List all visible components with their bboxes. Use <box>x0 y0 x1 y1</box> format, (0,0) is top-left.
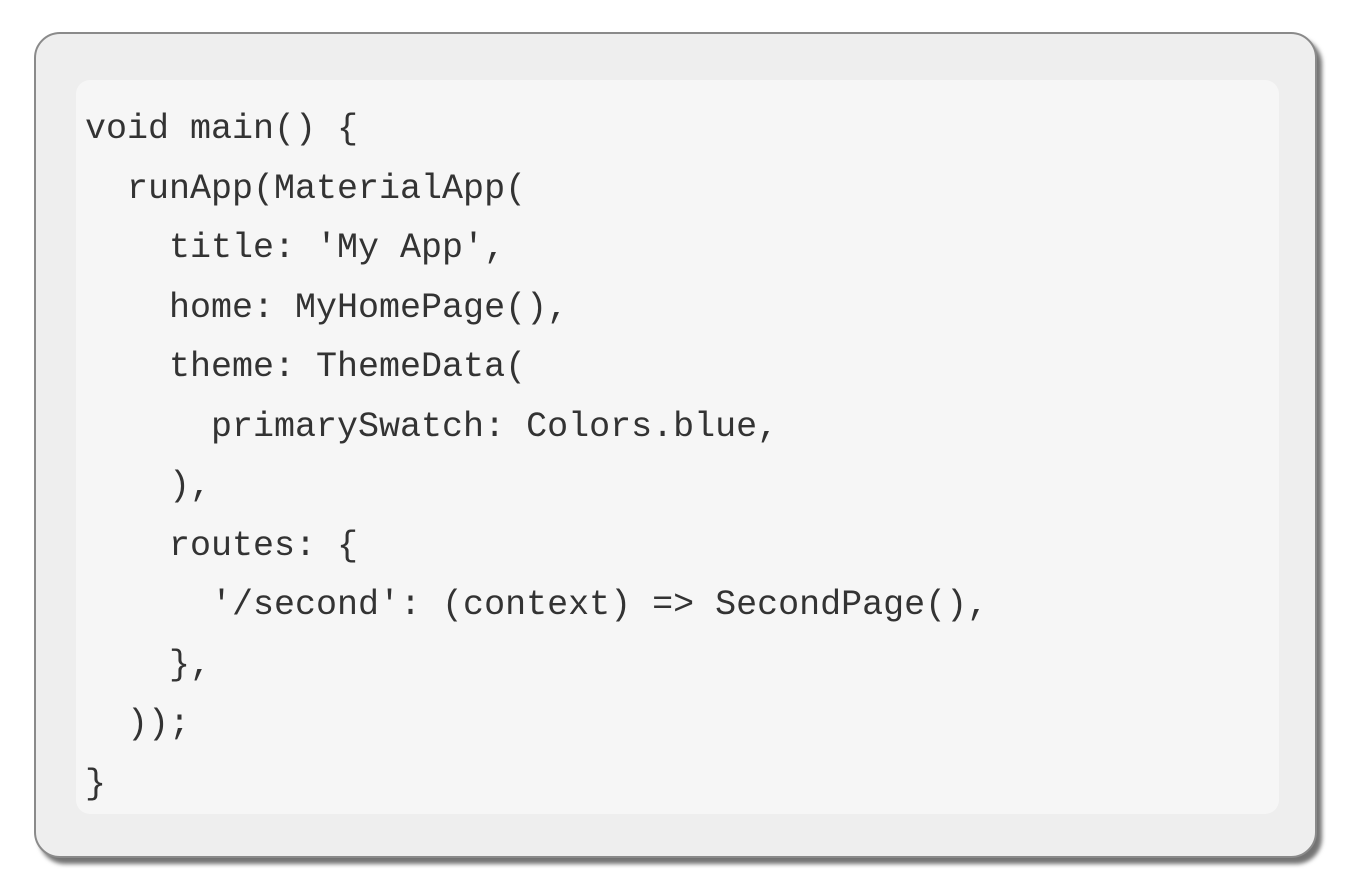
code-line-1: void main() { <box>85 109 359 149</box>
code-line-2: runApp(MaterialApp( <box>85 168 527 209</box>
code-line-10: }, <box>85 644 212 685</box>
code-line-12: } <box>85 763 107 804</box>
code-block <box>76 80 1279 814</box>
code-line-4: home: MyHomePage(), <box>85 287 569 328</box>
code-line-7: ), <box>85 466 212 506</box>
code-line-11: )); <box>85 704 191 744</box>
code-line-8: routes: { <box>85 525 359 566</box>
code-line-9: '/second': (context) => SecondPage(), <box>85 585 989 625</box>
code-line-3: title: 'My App', <box>85 228 506 268</box>
code-snippet-card: void main() { runApp(MaterialApp( title:… <box>34 32 1317 858</box>
code-line-5: theme: ThemeData( <box>85 347 527 387</box>
code-line-6: primarySwatch: Colors.blue, <box>85 406 779 447</box>
code-text: void main() { runApp(MaterialApp( title:… <box>85 100 988 814</box>
